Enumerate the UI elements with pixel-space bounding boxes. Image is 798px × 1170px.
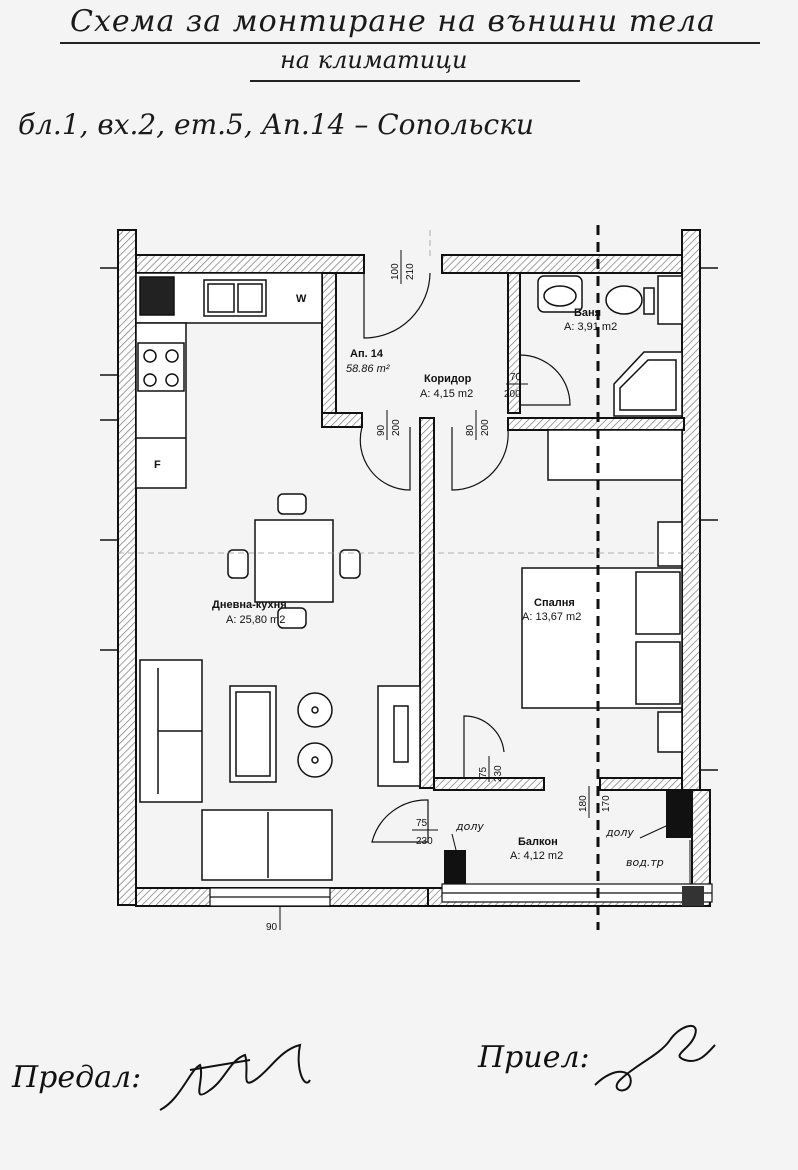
sink-bowl-2 [237,283,263,313]
dim-corridor-door-b: 200 [480,419,491,436]
corridor-area: A: 4,15 m2 [420,388,473,400]
dim-balcony-door-top: 75 [416,818,428,829]
corridor-name: Коридор [424,373,472,385]
dim-entrance-bottom: 210 [405,263,416,280]
drain-box [682,886,704,906]
header-underline-2 [250,80,580,82]
dim-window-a: 180 [578,795,589,812]
signature-received [594,1025,716,1092]
living-furniture [139,659,421,881]
wardrobe [547,429,683,481]
dim-bottom-mark: 90 [266,922,278,933]
ac-unit-right [666,790,692,838]
dim-window-b: 170 [601,795,612,812]
dim-bath-door-top: 70 [510,372,522,383]
balcony-name: Балкон [518,836,558,848]
wall-right [681,229,701,791]
wall-kitchen-corridor [321,272,337,414]
ac-note-left: долу [455,820,484,833]
sofa-bottom [201,809,333,881]
wall-top-left [135,254,365,274]
window-marks [100,267,718,771]
balcony-area: A: 4,12 m2 [510,850,563,862]
bedroom-area: A: 13,67 m2 [522,611,581,623]
apartment-name: Ап. 14 [350,348,384,360]
header-underline [60,42,760,44]
dim-bath-door-bottom: 200 [504,389,521,400]
door-entrance [363,272,431,339]
chair [277,493,307,515]
wall-corridor-bottom-left [321,412,363,428]
door-corridor [451,427,509,491]
address-line: бл.1, вх.2, ет.5, Ап.14 – Сопольски [18,108,534,141]
dishwasher [139,276,175,316]
drain-note: вод.тр [626,856,664,869]
header-title-line2: на климатици [280,46,468,74]
chair [227,549,249,579]
toilet [605,285,643,315]
bath-cabinet [657,275,683,325]
nightstand [657,521,683,567]
header-title-line1: Схема за монтиране на външни тела [70,4,716,39]
ac-unit-left [444,850,466,884]
bedroom-name: Спалня [534,597,575,609]
shower [613,351,683,417]
fridge-label: F [154,459,161,471]
dim-bedroom-balcony-a: 75 [478,766,489,778]
apartment-area: 58.86 m² [346,363,390,375]
bath-area: A: 3,91 m2 [564,321,617,333]
washer-label: W [296,293,307,305]
ac-note-right: долу [605,826,634,839]
dim-entrance-top: 100 [390,263,401,280]
balcony-railing [209,883,713,907]
signature-label-received: Приел: [478,1040,590,1075]
nightstand [657,711,683,753]
dim-corridor-door-a: 80 [465,424,476,436]
door-bath [519,354,571,406]
signature-label-handed-over: Предал: [12,1060,142,1095]
chair [277,607,307,629]
living-name: Дневна-кухня [212,599,287,611]
signature-handed-over [159,1043,311,1111]
wall-corridor-bath [507,272,521,414]
wall-bath-bottom [507,417,685,431]
bed [521,429,683,753]
wall-top-right [441,254,688,274]
dining-table [227,493,361,629]
dim-living-door-a: 90 [376,424,387,436]
door-balcony [371,799,429,843]
bath-name: Баня [574,307,601,319]
wall-inner-vertical [419,417,435,789]
wall-bedroom-balcony-right [599,777,683,791]
wall-balcony-right [691,789,711,889]
kitchen [135,272,323,489]
door-bedroom-balcony [463,715,505,778]
bath-fixtures [537,275,683,417]
living-area: A: 25,80 m2 [226,614,285,626]
sink-bowl [207,283,235,313]
doors [359,272,571,843]
dim-living-door-b: 200 [391,419,402,436]
dim-balcony-door-bottom: 230 [416,836,433,847]
dimensions: 100 210 70 200 90 200 80 200 75 230 75 2… [266,250,612,933]
wall-left [117,229,137,906]
chair [339,549,361,579]
door-living [359,426,411,491]
dim-bedroom-balcony-b: 230 [493,765,504,782]
